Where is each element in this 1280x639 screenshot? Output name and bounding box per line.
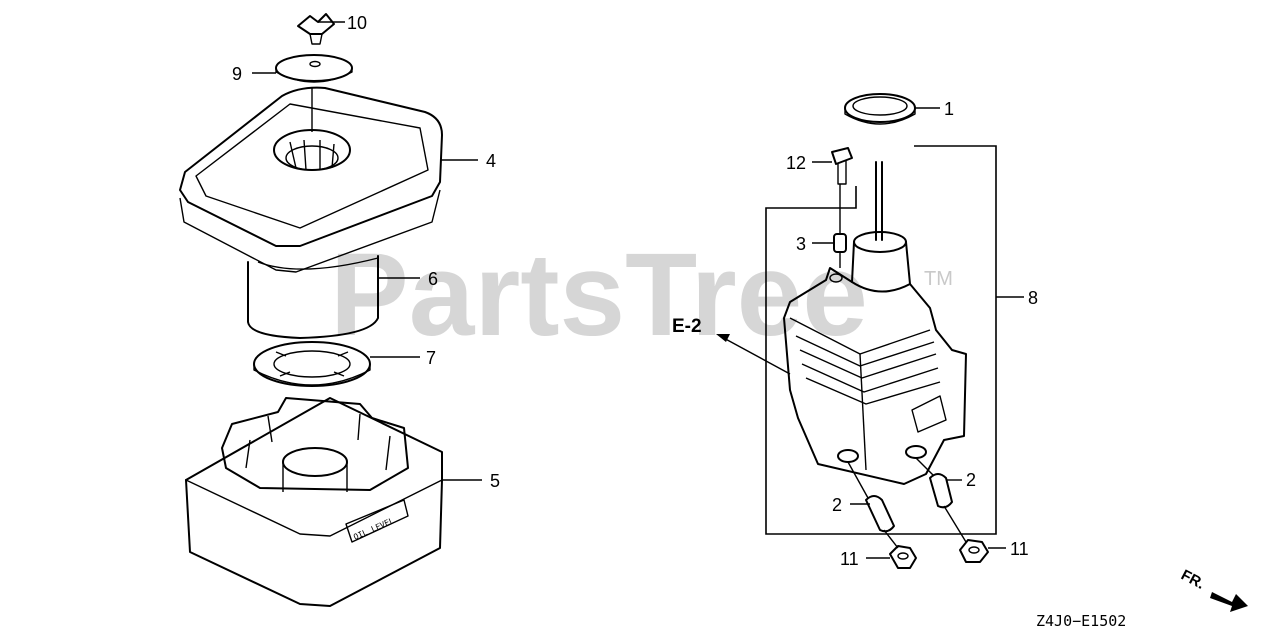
- right-leader-lines: [716, 107, 1024, 559]
- part-8-air-cleaner-elbow[interactable]: [783, 161, 967, 485]
- callout-6[interactable]: 6: [428, 269, 438, 289]
- part-6-filter-element[interactable]: [247, 255, 379, 339]
- part-11-nut-left[interactable]: [889, 545, 917, 569]
- front-direction-indicator: FR.: [1178, 567, 1248, 612]
- callout-11-left[interactable]: 11: [840, 549, 859, 569]
- callout-7[interactable]: 7: [426, 348, 436, 368]
- callout-4[interactable]: 4: [486, 151, 496, 171]
- watermark-trademark: TM: [924, 268, 953, 290]
- part-5-air-cleaner-case[interactable]: OIL LEVEL: [185, 397, 443, 607]
- callout-10[interactable]: 10: [347, 13, 367, 33]
- oil-level-marking: OIL LEVEL: [352, 516, 395, 542]
- callout-9[interactable]: 9: [232, 64, 242, 84]
- part-11-nut-right[interactable]: [959, 539, 989, 563]
- part-8-bracket: [765, 145, 997, 535]
- part-9-washer[interactable]: [275, 54, 353, 83]
- part-10-wing-nut[interactable]: [297, 13, 335, 45]
- reference-e2[interactable]: E-2: [672, 316, 702, 337]
- left-leader-lines: [252, 21, 482, 481]
- part-12-bolt[interactable]: [831, 147, 853, 185]
- direction-label: FR.: [1178, 567, 1207, 593]
- callout-5[interactable]: 5: [490, 471, 500, 491]
- callout-2-left[interactable]: 2: [832, 495, 842, 515]
- callout-12[interactable]: 12: [786, 153, 806, 173]
- watermark-text: PartsTree: [330, 229, 868, 361]
- callout-3[interactable]: 3: [796, 234, 806, 254]
- part-7-gasket[interactable]: [253, 341, 371, 387]
- diagram-code: Z4J0−E1502: [1036, 612, 1126, 630]
- callout-11-right[interactable]: 11: [1010, 539, 1029, 559]
- callout-2-right[interactable]: 2: [966, 470, 976, 490]
- part-2-dowel-pin-left[interactable]: [865, 495, 895, 533]
- part-1-o-ring[interactable]: [844, 93, 916, 125]
- callout-1[interactable]: 1: [944, 99, 954, 119]
- arrow-right-icon: [1210, 592, 1248, 612]
- callout-8[interactable]: 8: [1028, 288, 1038, 308]
- part-2-dowel-pin-right[interactable]: [929, 473, 953, 509]
